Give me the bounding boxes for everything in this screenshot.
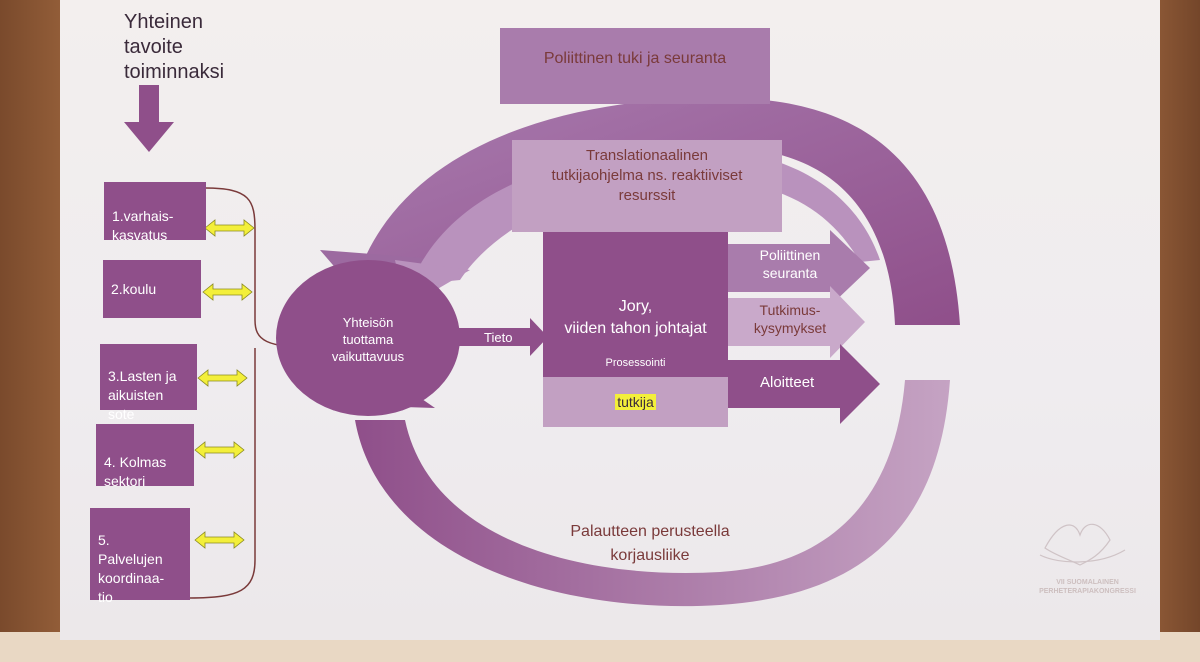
output-label-poliittinen-seuranta: Poliittinen seuranta [759,247,821,281]
top-box-shape [500,28,770,104]
left-bracket [189,187,321,599]
tieto-label: Tieto [484,330,513,345]
left-box-varhaiskasvatus: 1.varhais- kasvatus [104,182,206,243]
tieto-arrow [455,318,548,356]
output-arrow-2 [728,286,865,358]
left-box-label: 3.Lasten ja aikuisten sote [108,368,177,422]
left-box-koulu: 2.koulu [103,260,201,318]
community-label: Yhteisön tuottama vaikuttavuus [331,315,405,364]
tutkija-highlight: tutkija [615,394,656,410]
left-box-label: 5. Palvelujen koordinaa- tio [98,532,165,605]
heading-line-2: tavoite [124,36,183,58]
left-box-label: 1.varhais- kasvatus [112,208,174,243]
output-arrow-3 [728,344,880,424]
output-arrow-1 [728,230,870,306]
jory-box-shape [543,232,728,377]
community-circle [276,260,460,416]
left-box-koordinaatio: 5. Palvelujen koordinaa- tio [90,508,190,605]
left-box-label: 4. Kolmas sektori [104,454,167,489]
top-box-label: Poliittinen tuki ja seuranta [543,50,727,67]
feedback-label: Palautteen perusteella korjausliike [570,523,730,564]
top-arc [350,97,960,325]
heading-line-1: Yhteinen [124,11,203,33]
yellow-arrows [194,219,255,549]
logo-text: VII SUOMALAINEN PERHETERAPIAKONGRESSI [1039,579,1136,595]
translational-box-label: Translationaalinen tutkijaohjelma ns. re… [551,147,743,204]
congress-logo [1039,523,1126,566]
prosessointi-label: Prosessointi [605,357,666,369]
left-box-sote: 3.Lasten ja aikuisten sote [100,344,197,422]
jory-label: Jory, viiden tahon johtajat [564,298,707,337]
tutkija-label: tutkija [543,394,728,410]
heading-line-3: toiminnaksi [124,61,225,83]
left-box-kolmas-sektori: 4. Kolmas sektori [96,424,194,489]
translational-box-shape [512,140,782,232]
heading: Yhteinen tavoite toiminnaksi [124,10,224,85]
output-label-tutkimuskysymykset: Tutkimus- kysymykset [753,302,827,336]
bottom-arc [355,380,950,607]
output-label-aloitteet: Aloitteet [760,374,815,391]
left-box-label: 2.koulu [111,281,157,297]
down-arrow [124,85,174,152]
